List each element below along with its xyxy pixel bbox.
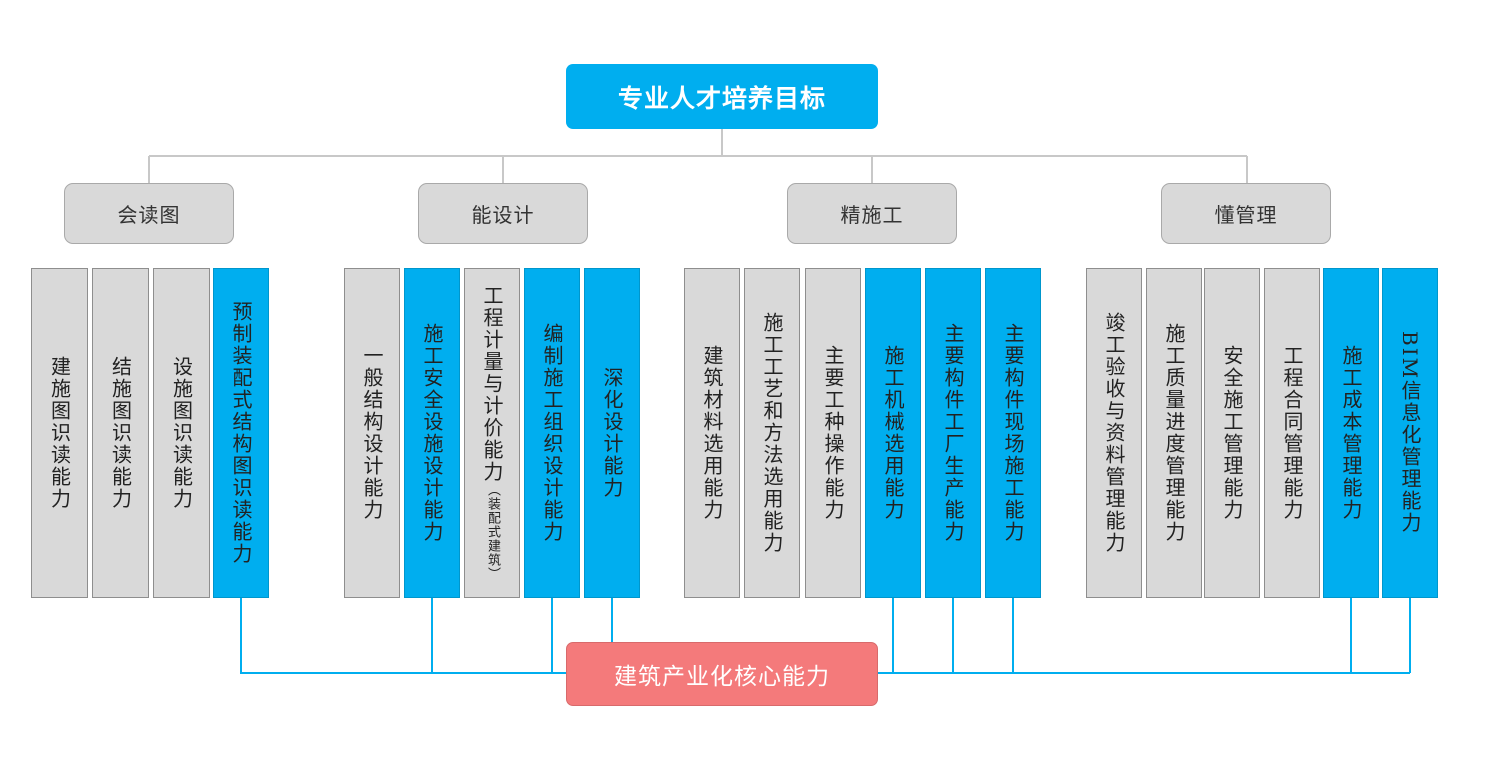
root-goal-node: 专业人才培养目标 (566, 64, 878, 129)
skill-node: 建筑材料选用能力 (684, 268, 740, 598)
skill-node: BIM信息化管理能力 (1382, 268, 1438, 598)
skill-node: 施工工艺和方法选用能力 (744, 268, 800, 598)
skill-node: 主要构件工厂生产能力 (925, 268, 981, 598)
skill-node: 施工质量进度管理能力 (1146, 268, 1202, 598)
skill-node: 竣工验收与资料管理能力 (1086, 268, 1142, 598)
skill-node: 设施图识读能力 (153, 268, 210, 598)
category-node-construction: 精施工 (787, 183, 957, 244)
skill-node: 工程合同管理能力 (1264, 268, 1320, 598)
skill-node: 建施图识读能力 (31, 268, 88, 598)
category-node-design: 能设计 (418, 183, 588, 244)
skill-node: 施工机械选用能力 (865, 268, 921, 598)
category-node-management: 懂管理 (1161, 183, 1331, 244)
core-ability-node: 建筑产业化核心能力 (566, 642, 878, 706)
category-node-read-drawings: 会读图 (64, 183, 234, 244)
skill-node: 预制装配式结构图识读能力 (213, 268, 269, 598)
skill-node: 结施图识读能力 (92, 268, 149, 598)
skill-node: 工程计量与计价能力（装配式建筑） (464, 268, 520, 598)
skill-node: 主要构件现场施工能力 (985, 268, 1041, 598)
skill-node: 施工安全设施设计能力 (404, 268, 460, 598)
skill-node: 安全施工管理能力 (1204, 268, 1260, 598)
skill-node: 主要工种操作能力 (805, 268, 861, 598)
skill-node: 编制施工组织设计能力 (524, 268, 580, 598)
skill-node: 施工成本管理能力 (1323, 268, 1379, 598)
skill-node: 一般结构设计能力 (344, 268, 400, 598)
skill-node: 深化设计能力 (584, 268, 640, 598)
